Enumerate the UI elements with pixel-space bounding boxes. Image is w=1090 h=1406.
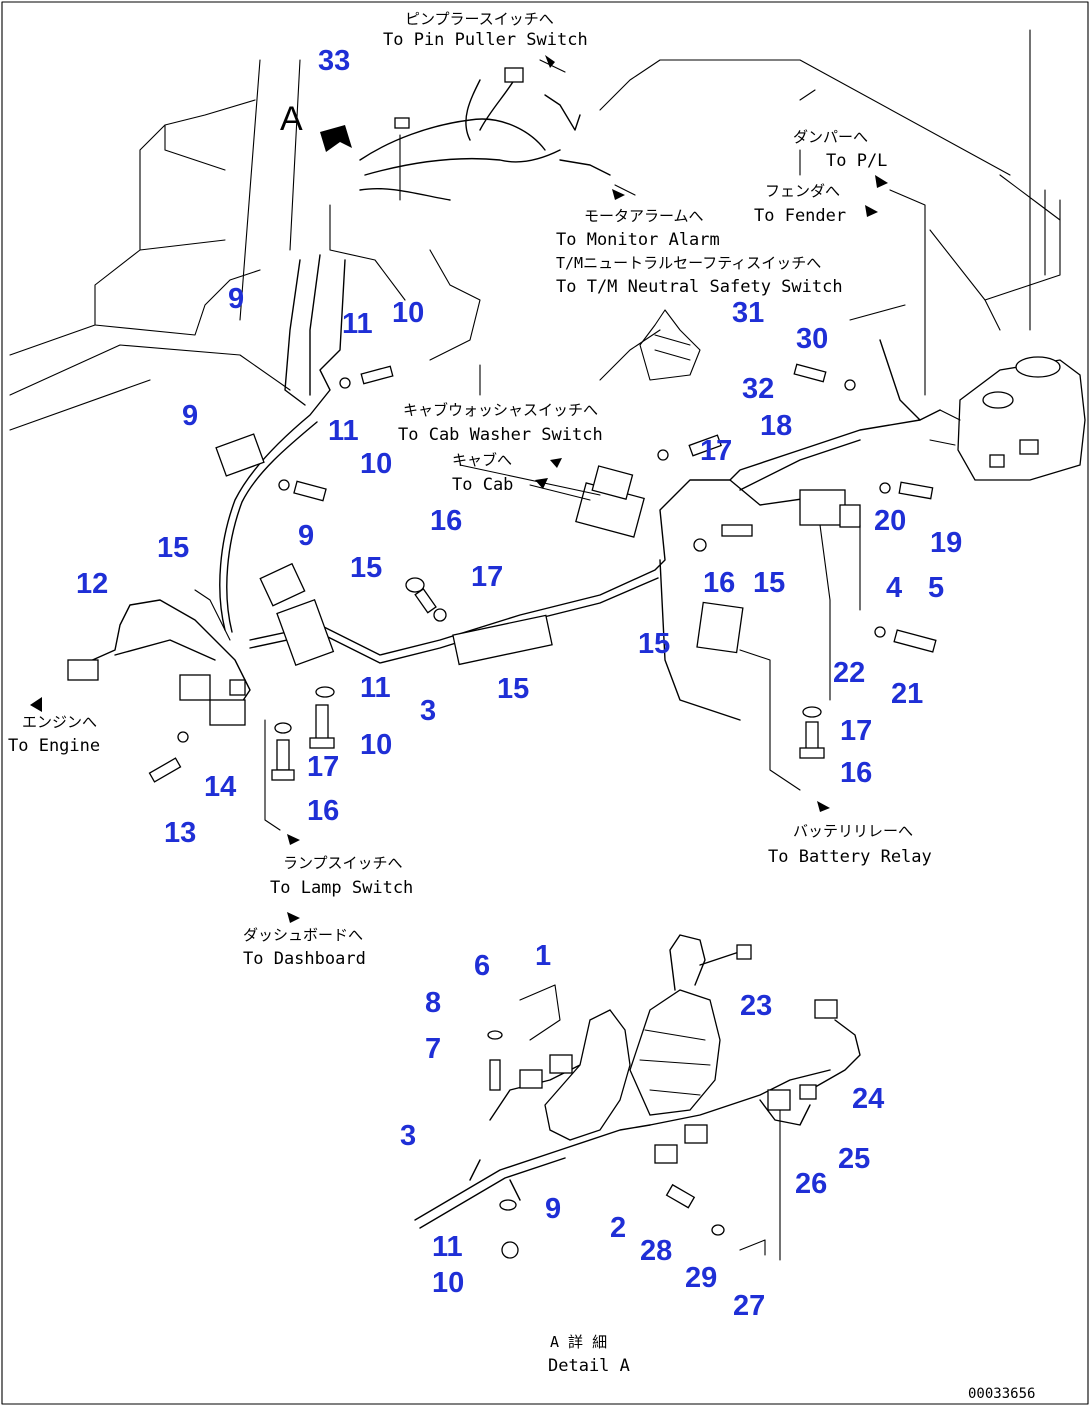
note-cab-en: To Cab — [452, 475, 513, 495]
direction-arrows — [30, 55, 888, 923]
callout-24: 24 — [852, 1083, 884, 1115]
note-engine-en: To Engine — [8, 736, 100, 756]
callout-31: 31 — [732, 297, 764, 329]
note-detail-en: Detail A — [548, 1356, 630, 1376]
note-monitor-en: To Monitor Alarm — [556, 230, 720, 250]
note-cab-washer-jp: キャブウォッシャスイッチへ — [403, 401, 598, 419]
note-pin-puller-en: To Pin Puller Switch — [383, 30, 588, 50]
callout-16: 16 — [703, 567, 735, 599]
callout-13: 13 — [164, 817, 196, 849]
leader-lines — [264, 89, 926, 831]
callout-11: 11 — [342, 308, 373, 340]
note-dashboard-en: To Dashboard — [243, 949, 366, 969]
note-battery-en: To Battery Relay — [768, 847, 932, 867]
callout-32: 32 — [742, 373, 774, 405]
callout-29: 29 — [685, 1262, 717, 1294]
callout-8: 8 — [425, 987, 441, 1019]
note-cab-washer-en: To Cab Washer Switch — [398, 425, 603, 445]
callout-17: 17 — [700, 435, 732, 467]
callout-28: 28 — [640, 1235, 672, 1267]
callout-30: 30 — [796, 323, 828, 355]
note-fender-en: To Fender — [754, 206, 846, 226]
callout-6: 6 — [474, 950, 490, 982]
note-lamp-en: To Lamp Switch — [270, 878, 413, 898]
callout-17: 17 — [840, 715, 872, 747]
callout-23: 23 — [740, 990, 772, 1022]
note-pl-jp: ダンパーへ — [793, 128, 868, 146]
callout-16: 16 — [307, 795, 339, 827]
callout-1: 1 — [535, 940, 551, 972]
note-neutral-en: To T/M Neutral Safety Switch — [556, 277, 843, 297]
fasteners — [148, 363, 937, 783]
callout-9: 9 — [182, 400, 198, 432]
machine-outline — [9, 29, 1061, 431]
callout-11: 11 — [432, 1231, 463, 1263]
note-fender-jp: フェンダへ — [765, 182, 840, 200]
callout-15: 15 — [497, 673, 529, 705]
callout-11: 11 — [360, 672, 391, 704]
note-engine-jp: エンジンへ — [22, 713, 97, 731]
callout-10: 10 — [432, 1267, 464, 1299]
annotations: ピンプラースイッチへ To Pin Puller Switch ダンパーへ To… — [8, 10, 1035, 1402]
callout-25: 25 — [838, 1143, 870, 1175]
callout-15: 15 — [350, 552, 382, 584]
callout-21: 21 — [891, 678, 923, 710]
view-arrow-icon — [320, 125, 352, 152]
callout-12: 12 — [76, 568, 108, 600]
callout-10: 10 — [360, 729, 392, 761]
callout-3: 3 — [420, 695, 436, 727]
callout-19: 19 — [930, 527, 962, 559]
shift-lever — [639, 309, 701, 381]
callout-17: 17 — [307, 751, 339, 783]
upper-harness — [359, 59, 636, 201]
note-cab-jp: キャブへ — [452, 451, 512, 469]
note-lamp-jp: ランプスイッチへ — [283, 854, 403, 872]
note-pl-en: To P/L — [826, 151, 887, 171]
callout-11: 11 — [328, 415, 359, 447]
callout-33: 33 — [318, 45, 350, 77]
callout-numbers: 33 9 11 10 9 11 10 9 15 12 15 16 17 3 15… — [76, 45, 962, 1322]
clamps — [215, 433, 861, 666]
callout-9: 9 — [298, 520, 314, 552]
callout-14: 14 — [204, 771, 236, 803]
callout-3: 3 — [400, 1120, 416, 1152]
note-dashboard-jp: ダッシュボードへ — [243, 926, 363, 944]
callout-15: 15 — [638, 628, 670, 660]
note-detail-jp: A 詳 細 — [550, 1333, 607, 1351]
view-label: A — [280, 100, 303, 138]
callout-17: 17 — [471, 561, 503, 593]
callout-9: 9 — [228, 283, 244, 315]
callout-20: 20 — [874, 505, 906, 537]
callout-18: 18 — [760, 410, 792, 442]
callout-10: 10 — [392, 297, 424, 329]
callout-16: 16 — [430, 505, 462, 537]
note-monitor-jp: モータアラームへ — [584, 207, 704, 225]
note-neutral-jp: T/Mニュートラルセーフティスイッチへ — [556, 254, 821, 272]
callout-15: 15 — [157, 532, 189, 564]
note-pin-puller-jp: ピンプラースイッチへ — [405, 10, 554, 28]
callout-26: 26 — [795, 1168, 827, 1200]
detail-a-drawing — [414, 934, 861, 1261]
callout-4: 4 — [886, 572, 902, 604]
callout-7: 7 — [425, 1033, 441, 1065]
callout-9: 9 — [545, 1193, 561, 1225]
drawing-code: 00033656 — [968, 1386, 1035, 1402]
callout-2: 2 — [610, 1212, 626, 1244]
callout-27: 27 — [733, 1290, 765, 1322]
note-battery-jp: バッテリリレーへ — [793, 822, 913, 840]
callout-16: 16 — [840, 757, 872, 789]
reservoir — [879, 339, 1086, 481]
callout-10: 10 — [360, 448, 392, 480]
callout-15: 15 — [753, 567, 785, 599]
callout-5: 5 — [928, 572, 944, 604]
engine-harness-12 — [67, 589, 251, 726]
callout-22: 22 — [833, 657, 865, 689]
